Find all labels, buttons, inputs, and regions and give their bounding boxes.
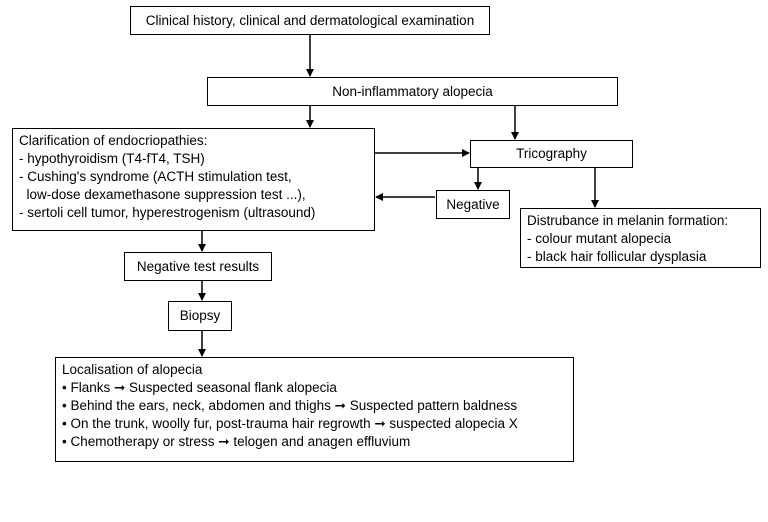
endocrinopathies-title: Clarification of endocriopathies:	[19, 133, 208, 148]
node-melanin: Distrubance in melanin formation: - colo…	[520, 208, 761, 268]
endocrinopathies-item: - Cushing's syndrome (ACTH stimulation t…	[19, 169, 292, 184]
localisation-item: • On the trunk, woolly fur, post-trauma …	[62, 416, 518, 431]
node-tricography: Tricography	[470, 140, 633, 168]
node-clinical-history-label: Clinical history, clinical and dermatolo…	[145, 12, 475, 28]
node-negative: Negative	[436, 190, 510, 219]
localisation-item: • Chemotherapy or stress ➞ telogen and a…	[62, 434, 411, 449]
endocrinopathies-item: low-dose dexamethasone suppression test …	[19, 187, 306, 202]
node-negative-results: Negative test results	[124, 252, 272, 281]
localisation-item: • Flanks ➞ Suspected seasonal flank alop…	[62, 380, 337, 395]
melanin-title: Distrubance in melanin formation:	[527, 213, 729, 228]
endocrinopathies-item: - sertoli cell tumor, hyperestrogenism (…	[19, 205, 316, 220]
node-clinical-history: Clinical history, clinical and dermatolo…	[130, 6, 490, 35]
node-localisation: Localisation of alopecia • Flanks ➞ Susp…	[55, 357, 574, 462]
endocrinopathies-item: - hypothyroidism (T4-fT4, TSH)	[19, 151, 205, 166]
node-biopsy-label: Biopsy	[179, 308, 221, 323]
localisation-item: • Behind the ears, neck, abdomen and thi…	[62, 398, 518, 413]
node-tricography-label: Tricography	[516, 146, 587, 161]
localisation-title: Localisation of alopecia	[62, 362, 203, 377]
melanin-item: - colour mutant alopecia	[527, 231, 672, 246]
node-biopsy: Biopsy	[168, 301, 232, 331]
node-negative-label: Negative	[446, 196, 500, 212]
node-negative-results-label: Negative test results	[136, 258, 260, 274]
node-non-inflammatory-label: Non-inflammatory alopecia	[332, 83, 493, 99]
node-non-inflammatory: Non-inflammatory alopecia	[207, 77, 618, 106]
melanin-item: - black hair follicular dysplasia	[527, 249, 707, 264]
node-endocrinopathies: Clarification of endocriopathies: - hypo…	[12, 128, 375, 231]
